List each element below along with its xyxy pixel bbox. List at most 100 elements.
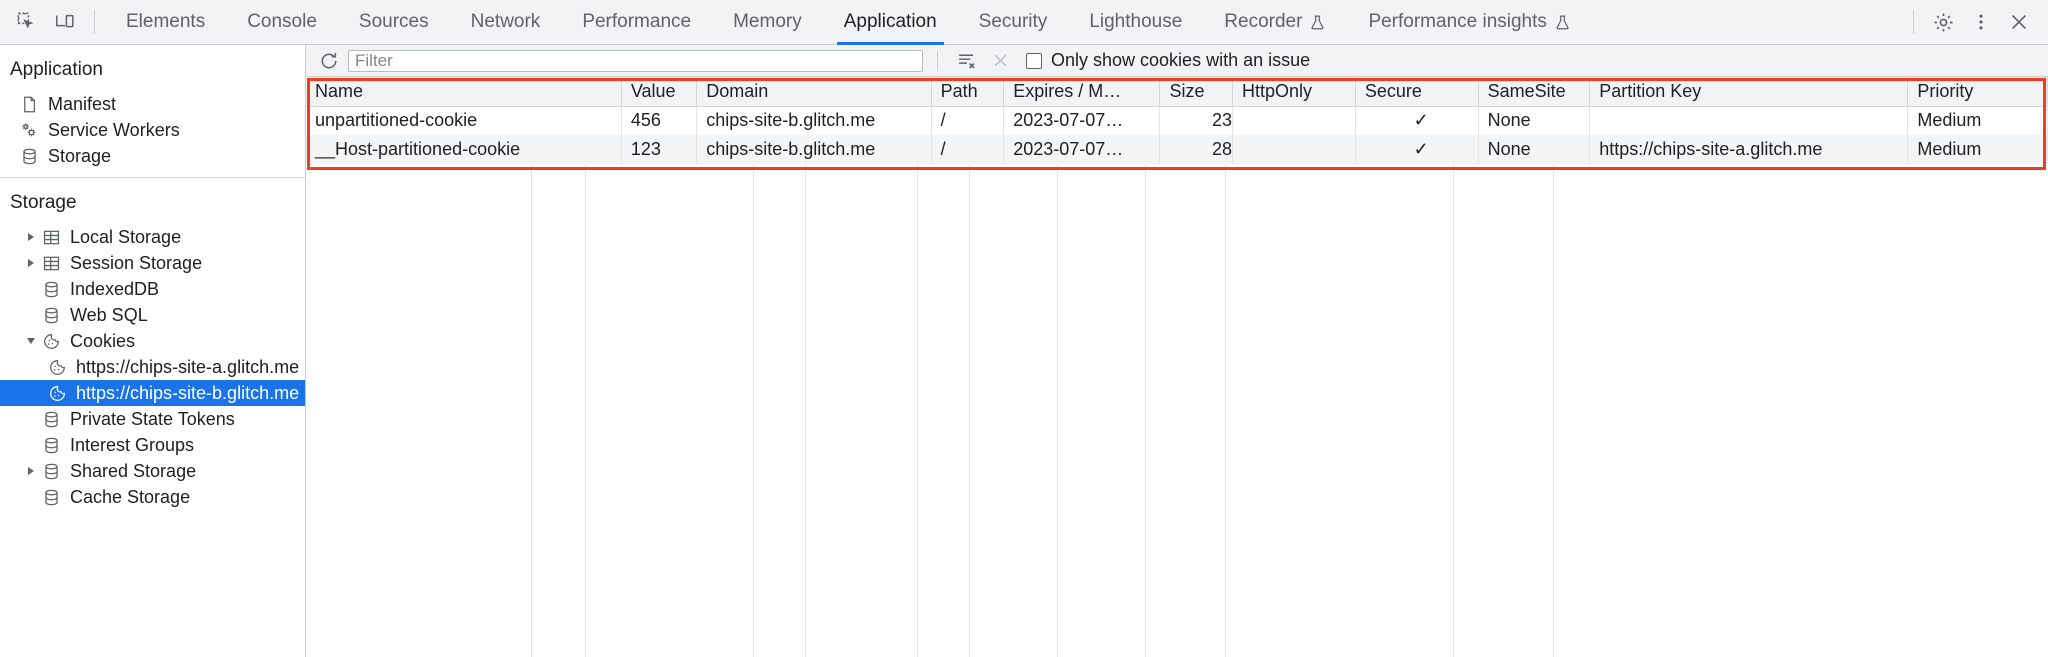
table-row[interactable]: unpartitioned-cookie 456 chips-site-b.gl… <box>306 106 2048 135</box>
database-icon <box>40 488 62 507</box>
sidebar-section-storage: Storage Local Storage <box>0 177 305 518</box>
tab-security[interactable]: Security <box>958 0 1069 45</box>
refresh-icon[interactable] <box>316 49 342 73</box>
tab-label: Lighthouse <box>1089 11 1183 32</box>
sidebar-item-private-state-tokens[interactable]: Private State Tokens <box>0 406 305 432</box>
gears-icon <box>18 120 40 140</box>
sidebar-item-label: Cache Storage <box>70 486 191 507</box>
cookie-icon <box>40 332 62 351</box>
filter-placeholder: Filter <box>355 50 393 70</box>
tab-elements[interactable]: Elements <box>105 0 226 45</box>
checkbox-box[interactable] <box>1026 52 1042 69</box>
chevron-right-icon[interactable] <box>22 233 40 241</box>
cell-size[interactable]: 28 <box>1159 135 1234 164</box>
table-row[interactable]: __Host-partitioned-cookie 123 chips-site… <box>306 135 2048 164</box>
cell-name[interactable]: __Host-partitioned-cookie <box>306 135 622 164</box>
column-header-expires[interactable]: Expires / M… <box>1003 77 1161 107</box>
filterbar-divider <box>937 50 938 71</box>
filter-input[interactable]: Filter <box>348 49 923 72</box>
sidebar-item-session-storage[interactable]: Session Storage <box>0 250 305 276</box>
column-header-domain[interactable]: Domain <box>696 77 932 107</box>
cell-domain[interactable]: chips-site-b.glitch.me <box>696 135 932 164</box>
column-header-value[interactable]: Value <box>621 77 698 107</box>
column-header-name[interactable]: Name <box>306 77 622 107</box>
cell-domain[interactable]: chips-site-b.glitch.me <box>696 106 932 135</box>
column-header-secure[interactable]: Secure <box>1355 77 1479 107</box>
chevron-right-icon[interactable] <box>22 259 40 267</box>
devtools-body: Application Manifest <box>0 45 2048 657</box>
column-header-priority[interactable]: Priority <box>1907 77 2048 107</box>
sidebar-item-label: Service Workers <box>48 119 180 140</box>
tab-sources[interactable]: Sources <box>338 0 450 45</box>
cell-samesite[interactable]: None <box>1478 106 1591 135</box>
cell-expires[interactable]: 2023-07-07… <box>1003 106 1161 135</box>
tab-lighthouse[interactable]: Lighthouse <box>1068 0 1203 45</box>
sidebar-item-label: Cookies <box>70 330 136 351</box>
tab-recorder[interactable]: Recorder <box>1203 0 1347 45</box>
sidebar-item-shared-storage[interactable]: Shared Storage <box>0 458 305 484</box>
cell-size[interactable]: 23 <box>1159 106 1234 135</box>
sidebar-item-cache-storage[interactable]: Cache Storage <box>0 484 305 510</box>
cell-name[interactable]: unpartitioned-cookie <box>306 106 622 135</box>
tab-label: Recorder <box>1224 11 1303 32</box>
cookies-table-container: Name Value Domain Path Expires / M… Size… <box>306 77 2048 657</box>
sidebar-item-cookies[interactable]: Cookies <box>0 328 305 354</box>
inspect-cursor-icon[interactable] <box>8 5 46 39</box>
database-icon <box>40 462 62 481</box>
sidebar-item-cookie-origin-chips-site-a[interactable]: https://chips-site-a.glitch.me <box>0 354 305 380</box>
cell-httponly[interactable] <box>1232 106 1356 135</box>
sidebar-item-label: Web SQL <box>70 304 148 325</box>
chevron-down-icon[interactable] <box>22 338 40 344</box>
sidebar-item-label: https://chips-site-a.glitch.me <box>76 356 300 377</box>
chevron-right-icon[interactable] <box>22 467 40 475</box>
sidebar-section-title-storage: Storage <box>10 192 77 213</box>
tab-performance[interactable]: Performance <box>561 0 712 45</box>
sidebar-item-cookie-origin-chips-site-b[interactable]: https://chips-site-b.glitch.me <box>0 380 305 406</box>
cell-expires[interactable]: 2023-07-07… <box>1003 135 1161 164</box>
cell-secure[interactable]: ✓ <box>1355 135 1479 164</box>
sidebar-section-application: Application Manifest <box>0 45 305 177</box>
column-header-path[interactable]: Path <box>931 77 1005 107</box>
cell-path[interactable]: / <box>931 106 1005 135</box>
cell-partition-key[interactable]: https://chips-site-a.glitch.me <box>1589 135 1909 164</box>
sidebar-item-indexeddb[interactable]: IndexedDB <box>0 276 305 302</box>
tab-console[interactable]: Console <box>226 0 338 45</box>
column-header-size[interactable]: Size <box>1159 77 1234 107</box>
tab-network[interactable]: Network <box>450 0 562 45</box>
cell-value[interactable]: 123 <box>621 135 698 164</box>
sidebar-item-interest-groups[interactable]: Interest Groups <box>0 432 305 458</box>
cookies-filter-toolbar: Filter Only show cookies with an <box>306 45 2048 77</box>
gear-icon[interactable] <box>1924 5 1962 39</box>
cell-value[interactable]: 456 <box>621 106 698 135</box>
sidebar-item-service-workers[interactable]: Service Workers <box>0 117 305 143</box>
tab-label: Performance <box>582 11 692 32</box>
close-icon[interactable] <box>2000 5 2038 39</box>
column-header-httponly[interactable]: HttpOnly <box>1232 77 1356 107</box>
tab-application[interactable]: Application <box>823 0 958 45</box>
cell-path[interactable]: / <box>931 135 1005 164</box>
clear-filtered-icon[interactable] <box>986 49 1014 73</box>
cell-priority[interactable]: Medium <box>1907 135 2048 164</box>
sidebar-item-label: Storage <box>48 145 112 166</box>
cell-samesite[interactable]: None <box>1478 135 1591 164</box>
cookies-table: Name Value Domain Path Expires / M… Size… <box>306 77 2048 164</box>
device-toggle-icon[interactable] <box>46 5 84 39</box>
only-show-issues-checkbox[interactable]: Only show cookies with an issue <box>1026 50 1310 71</box>
clear-all-cookies-icon[interactable] <box>952 49 980 73</box>
cell-httponly[interactable] <box>1232 135 1356 164</box>
column-header-samesite[interactable]: SameSite <box>1478 77 1591 107</box>
tab-memory[interactable]: Memory <box>712 0 823 45</box>
cell-partition-key[interactable] <box>1589 106 1909 135</box>
kebab-menu-icon[interactable] <box>1962 5 2000 39</box>
sidebar-item-local-storage[interactable]: Local Storage <box>0 224 305 250</box>
tab-label: Memory <box>733 11 802 32</box>
sidebar-item-storage[interactable]: Storage <box>0 143 305 169</box>
sidebar-item-manifest[interactable]: Manifest <box>0 91 305 117</box>
tab-label: Console <box>247 11 317 32</box>
cell-priority[interactable]: Medium <box>1907 106 2048 135</box>
experiment-flask-icon <box>1309 14 1326 31</box>
column-header-partition-key[interactable]: Partition Key <box>1589 77 1909 107</box>
sidebar-item-web-sql[interactable]: Web SQL <box>0 302 305 328</box>
cell-secure[interactable]: ✓ <box>1355 106 1479 135</box>
tab-performance-insights[interactable]: Performance insights <box>1347 0 1591 45</box>
